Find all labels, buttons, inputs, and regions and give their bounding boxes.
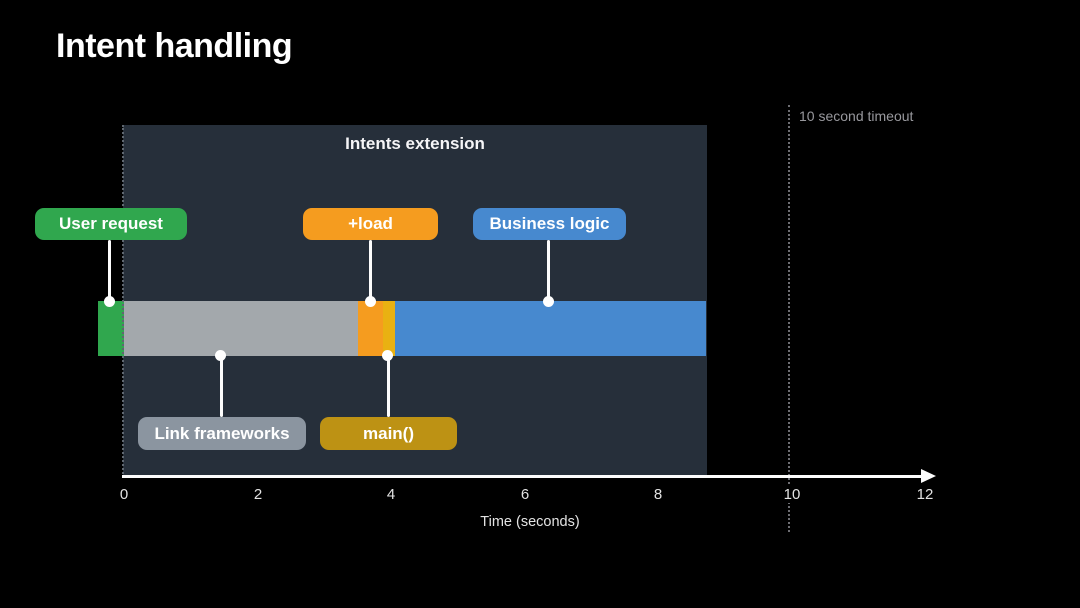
bar-segment-link-frameworks [124,301,358,356]
badge-user-request: User request [35,208,187,240]
badge-business-logic: Business logic [473,208,626,240]
callout-dot-link-frameworks [215,350,226,361]
page-title: Intent handling [56,27,293,65]
timeout-dotted-line [788,105,790,532]
callout-line-link-frameworks [220,355,223,417]
intents-extension-title: Intents extension [345,134,485,153]
callout-line-main [387,355,390,417]
badge-main: main() [320,417,457,450]
x-axis-line [122,475,924,478]
badge-link-frameworks: Link frameworks [138,417,306,450]
callout-line-business-logic [547,240,550,302]
bar-segment-business-logic [395,301,706,356]
timeout-label: 10 second timeout [799,108,914,124]
callout-dot-user-request [104,296,115,307]
callout-line-load [369,240,372,302]
x-axis-arrowhead-icon [921,469,936,483]
x-axis-label: Time (seconds) [480,514,580,530]
callout-dot-business-logic [543,296,554,307]
badge-load: +load [303,208,438,240]
bar-segment-load [358,301,383,356]
callout-dot-main [382,350,393,361]
x-tick-4: 4 [371,486,411,503]
x-tick-0: 0 [104,486,144,503]
callout-line-user-request [108,240,111,302]
x-tick-6: 6 [505,486,545,503]
callout-dot-load [365,296,376,307]
x-tick-12: 12 [905,486,945,503]
x-tick-8: 8 [638,486,678,503]
bar-segment-user-request [98,301,124,356]
bar-segment-main [383,301,395,356]
x-tick-2: 2 [238,486,278,503]
panel-left-dotted-edge [122,125,124,477]
x-tick-10: 10 [772,486,812,503]
